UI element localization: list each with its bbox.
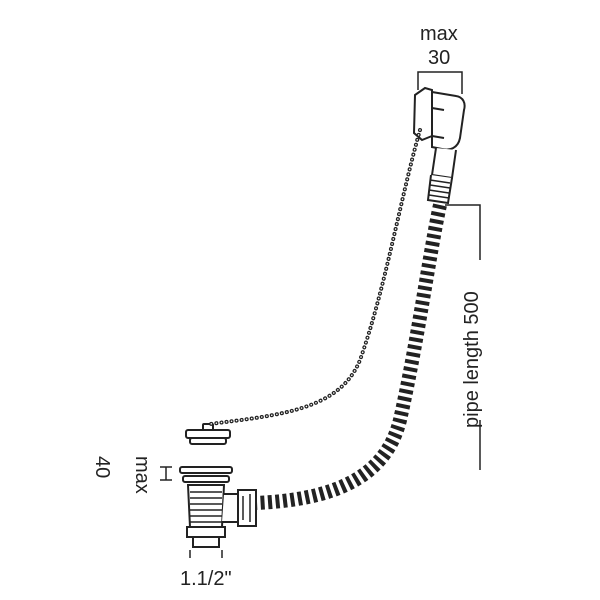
ball-chain-centres	[209, 129, 421, 425]
waste-max-label: max	[131, 456, 153, 494]
plug	[185, 423, 231, 445]
waste-body-thread	[190, 491, 251, 523]
overflow-connector-thread	[428, 179, 451, 199]
pipe-length-label: pipe length 500	[461, 291, 483, 428]
overflow-max-label: max	[420, 23, 458, 45]
overflow-max-value: 30	[428, 47, 450, 69]
waste-max-value: 40	[91, 456, 113, 478]
ball-chain	[208, 128, 422, 426]
waste-body	[179, 466, 257, 548]
flexible-pipe	[254, 203, 447, 510]
thread-size-label: 1.1/2"	[180, 568, 232, 590]
dimension-lines	[160, 71, 481, 558]
